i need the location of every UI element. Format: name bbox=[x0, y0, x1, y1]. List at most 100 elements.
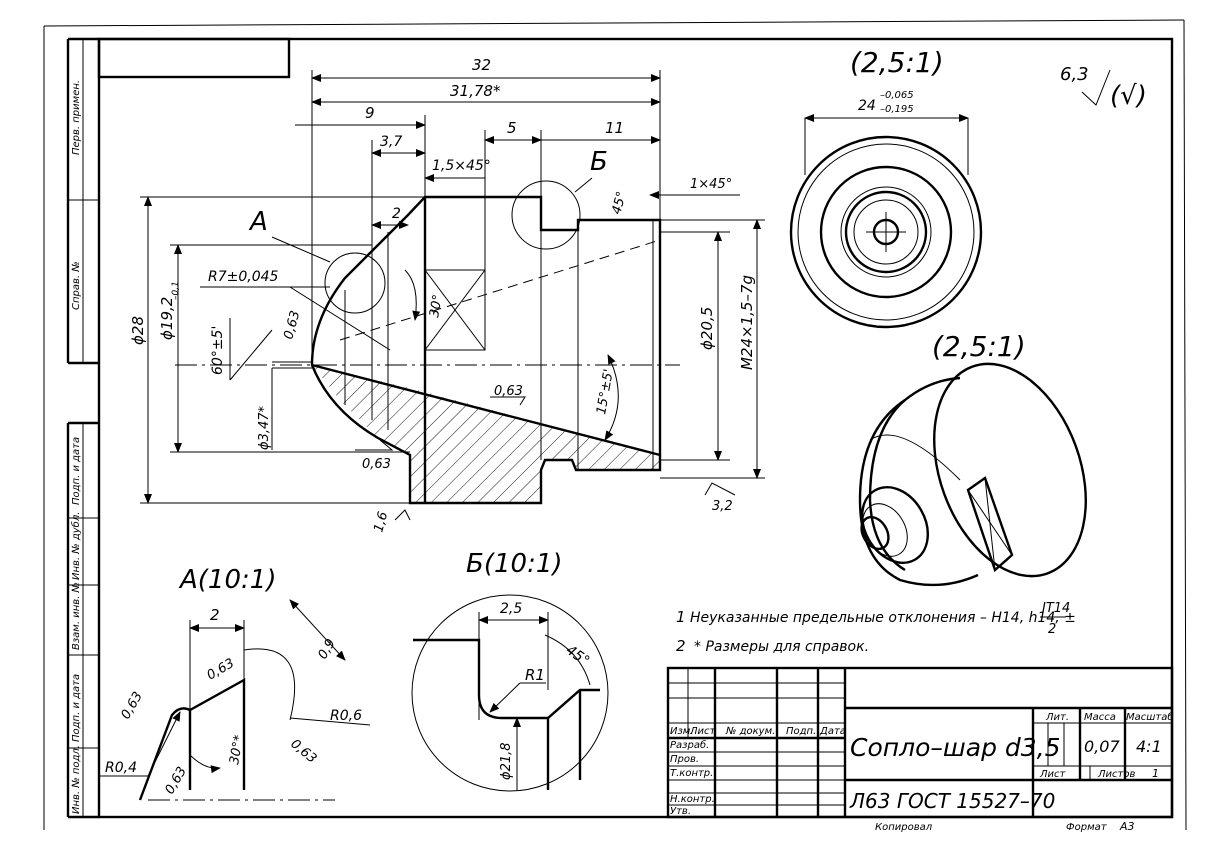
tb-col-date: Дата bbox=[819, 726, 846, 737]
roughness-063: 0,63 bbox=[494, 384, 523, 399]
dim-phi28: ϕ28 bbox=[129, 316, 147, 345]
detail-a-ang30: 30°* bbox=[227, 734, 247, 766]
footer-format-label: Формат bbox=[1066, 822, 1108, 833]
dim-phi347: ϕ3,47* bbox=[257, 405, 272, 450]
drawing-frame bbox=[66, 37, 1174, 819]
detail-b-phi218: ϕ21,8 bbox=[499, 742, 514, 780]
dim-11: 11 bbox=[605, 119, 624, 137]
tb-hdr-lit: Лит. bbox=[1045, 712, 1069, 723]
roughness-063: 0,63 bbox=[281, 309, 303, 341]
scan-edges bbox=[43, 19, 1187, 831]
roughness-063: 0,63 bbox=[362, 457, 391, 472]
dim-2: 2 bbox=[392, 206, 401, 222]
footer: Копировал Формат А3 bbox=[875, 820, 1135, 833]
dim-45: 45° bbox=[609, 190, 629, 216]
tb-material: Л63 ГОСТ 15527–70 bbox=[849, 789, 1055, 813]
tb-row-razrab: Разраб. bbox=[670, 739, 709, 751]
detail-a-r04: R0,4 bbox=[105, 760, 137, 776]
note-2-number: 2 bbox=[676, 637, 686, 655]
dim-5: 5 bbox=[507, 119, 517, 137]
dim-3178: 31,78* bbox=[450, 82, 501, 100]
dim-60deg: 60°±5' bbox=[210, 326, 226, 375]
iso-view-scale: (2,5:1) bbox=[932, 330, 1026, 363]
note-1-number: 1 bbox=[676, 608, 686, 626]
dim-37: 3,7 bbox=[380, 134, 402, 150]
margin-label: Подп. и дата bbox=[71, 674, 82, 742]
tb-row-tkontr: Т.контр. bbox=[670, 768, 713, 779]
dim-r7: R7±0,045 bbox=[208, 269, 279, 285]
tb-hdr-mass: Масса bbox=[1084, 712, 1116, 723]
detail-a-title: А(10:1) bbox=[178, 565, 276, 595]
detail-b-title: Б(10:1) bbox=[466, 549, 563, 579]
callout-a: А bbox=[248, 207, 268, 237]
margin-label: Инв. № дубл. bbox=[70, 512, 82, 580]
detail-a-rough: 0,63 bbox=[205, 656, 238, 683]
note-1-fraction-top: IT14 bbox=[1042, 601, 1070, 616]
title-block: Изм. Лист № докум. Подп. Дата Разраб. Пр… bbox=[666, 666, 1174, 819]
section-hatch bbox=[312, 365, 660, 503]
detail-a-circle bbox=[324, 252, 386, 314]
end-view: (2,5:1) 24 –0,065 –0,195 bbox=[789, 46, 983, 329]
margin-label: Взам. инв. № bbox=[71, 582, 82, 650]
tb-col-sign: Подп. bbox=[786, 726, 816, 737]
margin-labels: Перв. примен. Справ. № Подп. и дата Инв.… bbox=[70, 80, 82, 814]
roughness-32: 3,2 bbox=[712, 499, 733, 514]
isometric-view: (2,5:1) bbox=[858, 330, 1087, 587]
margin-label: Подп. и дата bbox=[71, 437, 82, 505]
margin-label: Инв. № подл. bbox=[71, 745, 82, 814]
note-1-fraction-bottom: 2 bbox=[1048, 622, 1056, 637]
dim-phi192: ϕ19,2 bbox=[158, 297, 176, 340]
detail-b-ang45: 45° bbox=[563, 642, 593, 669]
dim-phi192-tol: –0,1 bbox=[171, 281, 181, 300]
dim-chamfer-1: 1×45° bbox=[690, 177, 732, 192]
margin-label: Перв. примен. bbox=[71, 80, 82, 155]
tb-row-prov: Пров. bbox=[670, 754, 699, 765]
detail-b-r1: R1 bbox=[525, 666, 545, 684]
detail-a-rough: 0,63 bbox=[287, 737, 319, 767]
callout-b: Б bbox=[590, 147, 608, 177]
tb-col-doc: № докум. bbox=[725, 726, 775, 737]
tb-sheets: 1 bbox=[1152, 767, 1159, 780]
tb-title: Сопло–шар d3,5 bbox=[850, 733, 1061, 762]
tb-hdr-scale: Масштаб bbox=[1126, 711, 1174, 723]
roughness-marks: 0,63 0,63 0,63 1,6 3,2 bbox=[281, 309, 736, 534]
detail-a-rough: 0,63 bbox=[162, 764, 189, 797]
footer-format: А3 bbox=[1119, 820, 1135, 833]
detail-a-rough: 0,63 bbox=[118, 689, 145, 722]
tb-col-izm: Изм. bbox=[670, 726, 694, 737]
tb-sheets-label: Листов bbox=[1097, 769, 1135, 780]
note-1-text: Неуказанные предельные отклонения – H14,… bbox=[690, 610, 1076, 626]
tb-scale: 4:1 bbox=[1136, 737, 1162, 756]
note-2-text: * Размеры для справок. bbox=[694, 639, 869, 655]
dim-phi205: ϕ20,5 bbox=[698, 307, 716, 350]
main-section-view: А Б 32 31,78* 9 3,7 5 11 1,5×45° 2 1×45°… bbox=[129, 56, 765, 534]
roughness-general-suffix: (√) bbox=[1110, 81, 1147, 111]
general-roughness: 6,3 (√) bbox=[1060, 64, 1147, 111]
technical-notes: 1 Неуказанные предельные отклонения – H1… bbox=[676, 601, 1076, 655]
detail-a-dim-2: 2 bbox=[210, 606, 220, 624]
detail-a-r06: R0,6 bbox=[330, 708, 362, 724]
tb-sheet-label: Лист bbox=[1039, 769, 1067, 780]
end-view-tol-lower: –0,195 bbox=[880, 104, 914, 115]
roughness-16: 1,6 bbox=[371, 510, 391, 534]
footer-copied: Копировал bbox=[875, 822, 933, 833]
detail-b: Б(10:1) 2,5 45° R1 ϕ21,8 bbox=[411, 549, 609, 792]
detail-a-dim-09: 0,9 bbox=[315, 637, 338, 662]
detail-a: А(10:1) 2 0,9 R0,6 R0,4 0,63 0,63 0,63 0… bbox=[100, 565, 371, 801]
end-view-dim: 24 bbox=[858, 98, 876, 114]
dim-15deg: 15°±5' bbox=[594, 368, 617, 416]
tb-row-utv: Утв. bbox=[670, 806, 691, 817]
tb-mass: 0,07 bbox=[1084, 737, 1120, 756]
dim-30deg: 30° bbox=[427, 293, 446, 318]
detail-b-circle bbox=[511, 180, 581, 250]
tb-col-list: Лист bbox=[689, 726, 717, 737]
dim-32: 32 bbox=[472, 56, 491, 74]
dim-chamfer-15: 1,5×45° bbox=[432, 158, 491, 174]
roughness-general-value: 6,3 bbox=[1060, 64, 1089, 85]
margin-label: Справ. № bbox=[71, 261, 82, 310]
dim-m24: M24×1,5–7g bbox=[738, 275, 756, 370]
end-view-tol-upper: –0,065 bbox=[880, 90, 914, 101]
end-view-scale: (2,5:1) bbox=[850, 46, 944, 79]
dim-9: 9 bbox=[365, 104, 375, 122]
